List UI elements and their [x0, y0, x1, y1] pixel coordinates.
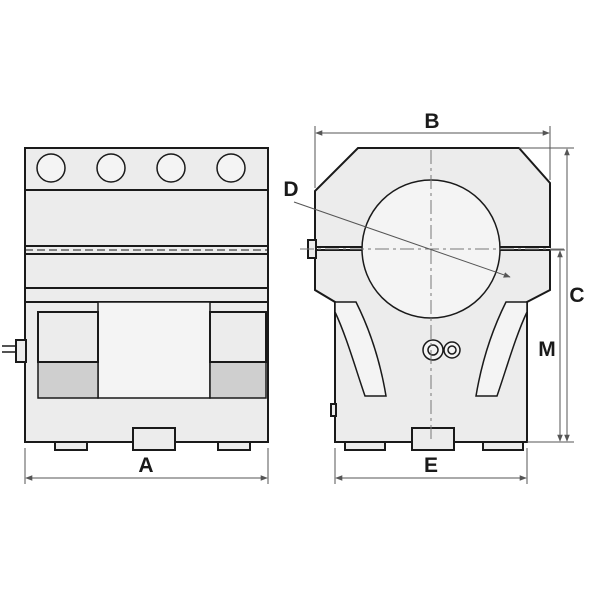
dimension-label-a: A — [138, 454, 153, 477]
dimension-label-m: M — [538, 338, 556, 361]
side-notch — [330, 403, 337, 417]
bolt-hole-4 — [216, 153, 246, 183]
side-key-block — [411, 427, 455, 451]
front-foot-right — [217, 441, 251, 451]
dimension-c: C — [519, 147, 585, 443]
side-foot-right — [482, 441, 524, 451]
side-view — [293, 147, 565, 451]
front-lower-band — [24, 253, 269, 289]
side-foot-left — [344, 441, 386, 451]
bolt-hole-1 — [36, 153, 66, 183]
dimension-e: E — [334, 448, 528, 484]
dimension-label-d: D — [283, 178, 298, 201]
side-left-window — [334, 301, 387, 397]
dimension-label-e: E — [424, 454, 438, 477]
dimension-label-c: C — [569, 284, 584, 307]
cable-connector — [15, 339, 27, 363]
side-right-window — [475, 301, 528, 397]
dimension-label-b: B — [424, 110, 439, 133]
front-right-pad-top — [209, 311, 267, 363]
clamp-screw-2-center — [447, 345, 457, 355]
dimension-b: B — [314, 110, 551, 188]
bolt-hole-2 — [96, 153, 126, 183]
front-key-block — [132, 427, 176, 451]
dimension-m: M — [527, 249, 565, 443]
clamp-screw-1-center — [427, 344, 439, 356]
front-step-band — [24, 287, 269, 303]
diameter-leader — [293, 201, 511, 278]
bolt-hole-3 — [156, 153, 186, 183]
front-view — [2, 147, 269, 451]
front-left-pad-top — [37, 311, 99, 363]
dimension-a: A — [24, 448, 269, 484]
front-upper-body — [24, 189, 269, 247]
front-center-recess — [97, 301, 211, 399]
cable-icon — [2, 345, 16, 353]
front-foot-left — [54, 441, 88, 451]
